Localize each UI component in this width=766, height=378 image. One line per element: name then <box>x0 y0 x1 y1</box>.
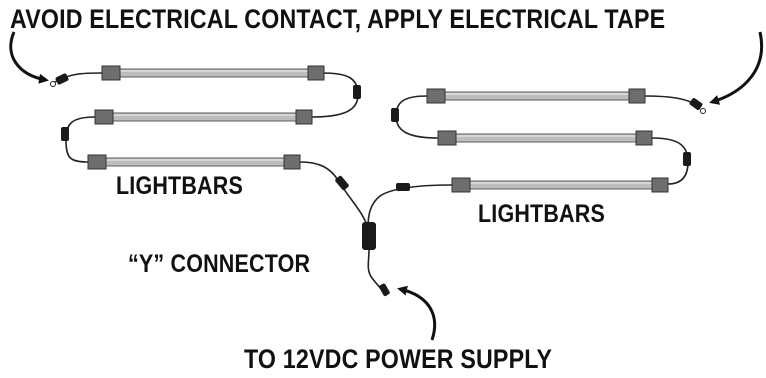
lightbar-left-1 <box>101 65 325 81</box>
lightbars-left-label: LIGHTBARS <box>116 172 243 200</box>
lightbars-right-label: LIGHTBARS <box>478 200 605 228</box>
power-supply-label: TO 12VDC POWER SUPPLY <box>244 344 553 374</box>
arrow-power-icon <box>397 285 437 341</box>
arrow-right-icon <box>709 31 763 105</box>
left-loose-plug <box>50 73 69 87</box>
lightbar-right-3 <box>451 177 669 193</box>
lightbar-right-2 <box>437 130 653 146</box>
lightbar-right-1 <box>426 88 646 104</box>
right-loose-plug <box>689 98 706 114</box>
left-wiring <box>54 72 369 229</box>
arrows <box>9 31 763 341</box>
arrow-left-icon <box>9 31 49 84</box>
y-connector-label: “Y” CONNECTOR <box>128 250 311 278</box>
left-connectors <box>61 85 361 191</box>
instruction-title: AVOID ELECTRICAL CONTACT, APPLY ELECTRIC… <box>10 4 666 34</box>
right-connectors <box>391 108 691 191</box>
y-connector <box>362 222 390 297</box>
lightbar-left-3 <box>87 154 301 170</box>
lightbar-left-2 <box>94 109 313 125</box>
